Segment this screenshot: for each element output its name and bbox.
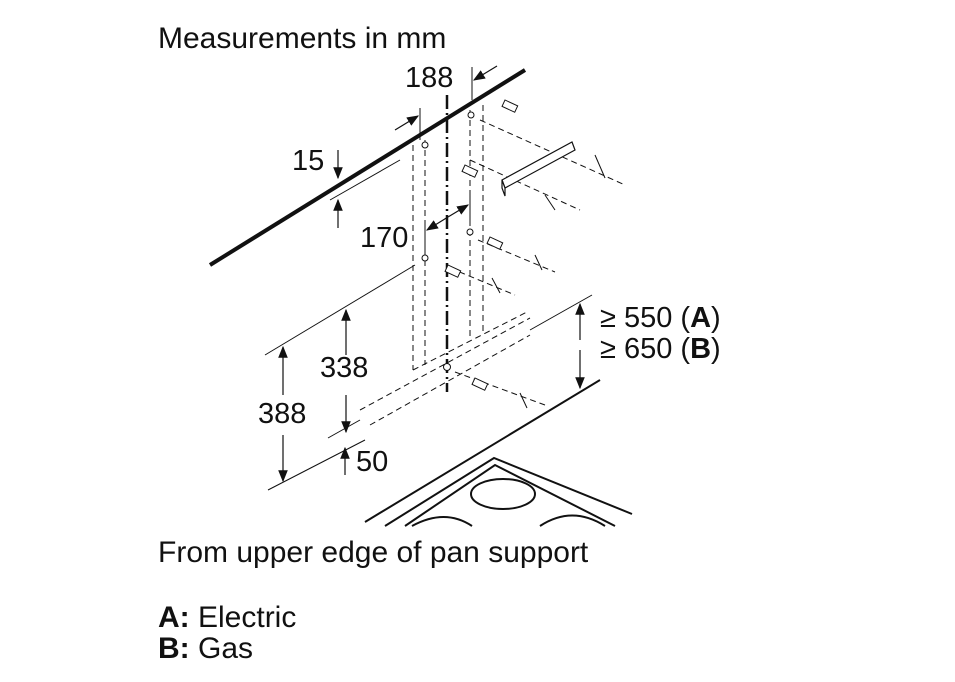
min-b-prefix: ≥ 650 ( <box>600 333 691 365</box>
legend-item-gas: B: Gas <box>158 632 253 666</box>
min-distance-gas: ≥ 650 (B) <box>600 333 721 366</box>
dim-188-label: 188 <box>405 62 454 94</box>
worktop-edge <box>364 379 601 523</box>
dim-170-arrow-b <box>447 204 470 218</box>
ref-line-338-top <box>264 264 416 356</box>
legend-value: Gas <box>198 632 254 665</box>
ref-line-min-top <box>529 294 593 331</box>
legend-item-electric: A: Electric <box>158 601 296 635</box>
dim-15-ext <box>329 159 401 201</box>
dim-388-label: 388 <box>258 398 307 430</box>
wall-top-edge <box>208 68 527 267</box>
min-a-suffix: ) <box>711 302 721 334</box>
ref-line-hood-bottom <box>327 419 361 439</box>
wall-bracket <box>501 141 576 197</box>
dim-50-label: 50 <box>356 446 389 478</box>
mounting-hardware <box>421 99 626 409</box>
dim-338-label: 338 <box>320 352 369 384</box>
min-a-letter: A <box>690 302 712 334</box>
min-distance-electric: ≥ 550 (A) <box>600 302 721 335</box>
min-b-suffix: ) <box>711 333 721 365</box>
dim-170-label: 170 <box>360 222 409 254</box>
legend-key: A: <box>158 601 190 634</box>
min-a-prefix: ≥ 550 ( <box>600 302 691 334</box>
dim-170-arrow <box>425 216 449 231</box>
diagram-title: Measurements in mm <box>158 22 447 55</box>
min-b-letter: B <box>690 333 712 365</box>
dim-188-arrow-left <box>394 115 420 131</box>
dim-188-arrow-right <box>472 65 498 81</box>
legend-key: B: <box>158 632 190 665</box>
legend-value: Electric <box>198 601 297 634</box>
hob-cooktop <box>384 456 633 527</box>
dim-15-label: 15 <box>292 145 325 177</box>
pan-support-note: From upper edge of pan support <box>158 536 589 569</box>
hood-outline <box>359 105 531 426</box>
